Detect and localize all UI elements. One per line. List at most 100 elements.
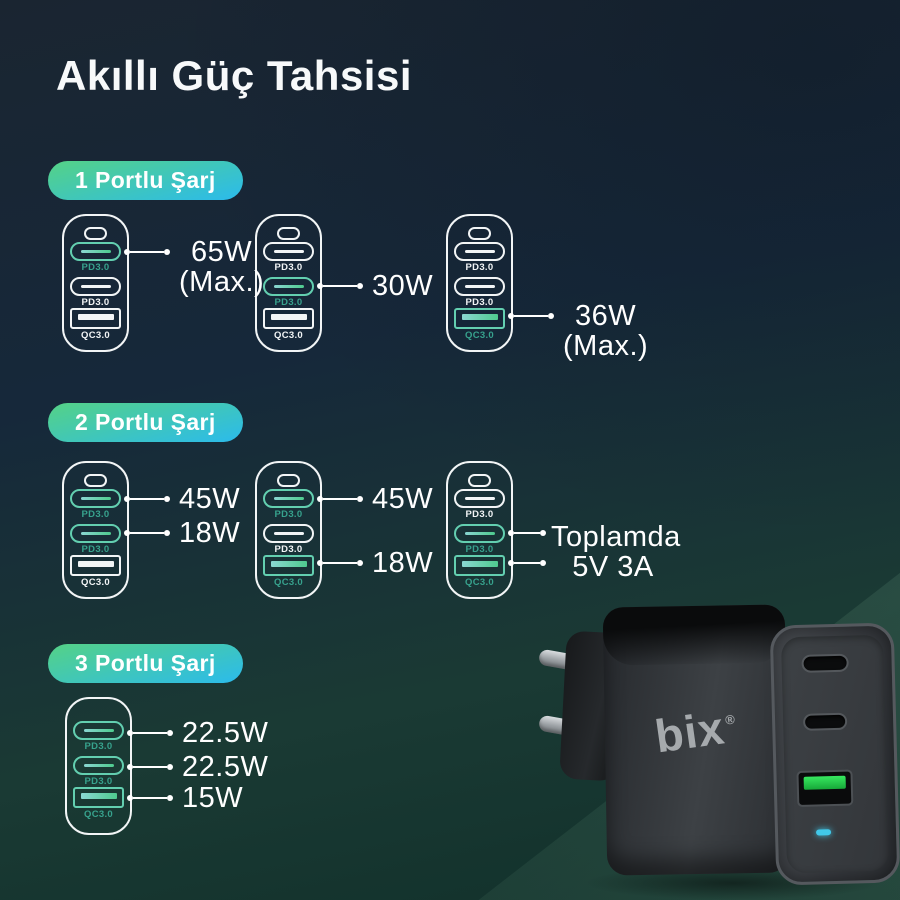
usba-pin-bar [77,560,114,567]
callout-dot [167,730,173,736]
callout-text: 45W [372,483,434,515]
port-label: PD3.0 [81,544,110,555]
callout-dot [164,496,170,502]
usbc-pin-bar [83,728,114,733]
callout [508,518,546,548]
port-label: QC3.0 [274,330,303,341]
callout: 65W(Max.) [124,237,264,297]
usbc-pin-bar [273,496,304,501]
usbc-pin-bar [464,531,495,536]
port-label: PD3.0 [274,544,303,555]
usbc-port-icon [454,242,505,261]
usbc-port-icon [70,242,121,261]
callout-text: 22.5W [182,717,269,749]
usbc-pin-bar [464,284,495,289]
brand-logo: bix® [651,701,737,763]
usbc-port-group: PD3.0 [454,489,505,520]
usba-port-group: QC3.0 [70,555,121,588]
usba-pin-bar [77,313,114,320]
usbc-port-icon [73,721,124,740]
usba-port-group: QC3.0 [263,555,314,588]
callout: 15W [127,783,243,813]
indicator-oval-icon [84,474,107,487]
callout-dot [357,283,363,289]
badge-1-port-label: 1 Portlu Şarj [75,167,216,193]
usbc-port-group: PD3.0 [454,277,505,308]
callout: 30W [317,271,433,301]
callout-dot [127,730,133,736]
callout-line [133,731,167,735]
charger-diagram-s2-2: PD3.0 PD3.0 QC3.0 [255,461,322,599]
callout-dot [127,764,133,770]
callout-dot [124,496,130,502]
port-label: PD3.0 [81,509,110,520]
charger-front-face [769,622,900,886]
usbc-pin-bar [273,249,304,254]
callout-text: 15W [182,782,244,814]
port-label: PD3.0 [465,509,494,520]
usba-pin-bar [270,560,307,567]
charger-diagram-s2-1: PD3.0 PD3.0 QC3.0 [62,461,129,599]
usba-port-icon [454,308,505,329]
usba-port-icon [70,308,121,329]
product-usbc-port-icon [802,712,848,731]
usba-pin-bar [80,792,117,799]
usbc-port-icon [70,277,121,296]
callout: 36W(Max.) [508,301,648,361]
charger-diagram-s3-1: PD3.0 PD3.0 QC3.0 [65,697,132,835]
port-label: PD3.0 [81,262,110,273]
badge-3-port-label: 3 Portlu Şarj [75,650,216,676]
usbc-pin-bar [80,284,111,289]
usbc-port-group: PD3.0 [70,242,121,273]
port-label: PD3.0 [274,262,303,273]
callout-line [130,250,164,254]
port-label: QC3.0 [274,577,303,588]
usbc-pin-bar [80,249,111,254]
port-label: PD3.0 [81,297,110,308]
usbc-port-icon [70,489,121,508]
indicator-oval-icon [277,474,300,487]
charger-diagram-s1-3: PD3.0 PD3.0 QC3.0 [446,214,513,352]
usbc-port-icon [263,524,314,543]
usbc-pin-bar [464,496,495,501]
callout-dot [357,560,363,566]
usba-pin-bar [461,313,498,320]
product-usba-port-icon [796,769,854,808]
callout-line [323,497,357,501]
usba-port-group: QC3.0 [70,308,121,341]
callout: 18W [317,548,433,578]
usbc-port-group: PD3.0 [70,489,121,520]
product-photo: bix® [533,592,900,900]
port-label: QC3.0 [465,577,494,588]
charger-body-top [602,604,786,666]
callout-dot [164,530,170,536]
port-label: PD3.0 [84,776,113,787]
callout: 45W [124,484,240,514]
callout: 22.5W [127,752,268,782]
charger-diagram-s1-2: PD3.0 PD3.0 QC3.0 [255,214,322,352]
port-label: PD3.0 [465,262,494,273]
callout-dot [540,530,546,536]
callout-line [323,561,357,565]
port-label: QC3.0 [81,577,110,588]
usbc-port-icon [454,277,505,296]
indicator-oval-icon [468,474,491,487]
usba-tongue [803,775,846,790]
usbc-port-icon [70,524,121,543]
callout-dot [127,795,133,801]
usba-port-icon [73,787,124,808]
usbc-port-group: PD3.0 [70,277,121,308]
usba-port-group: QC3.0 [454,555,505,588]
usbc-pin-bar [464,249,495,254]
callout-dot [124,249,130,255]
usbc-port-group: PD3.0 [263,242,314,273]
usbc-pin-bar [273,531,304,536]
port-label: PD3.0 [465,544,494,555]
callout-line [130,531,164,535]
port-label: PD3.0 [84,741,113,752]
callout: 18W [124,518,240,548]
callout-dot [548,313,554,319]
usbc-pin-bar [80,496,111,501]
